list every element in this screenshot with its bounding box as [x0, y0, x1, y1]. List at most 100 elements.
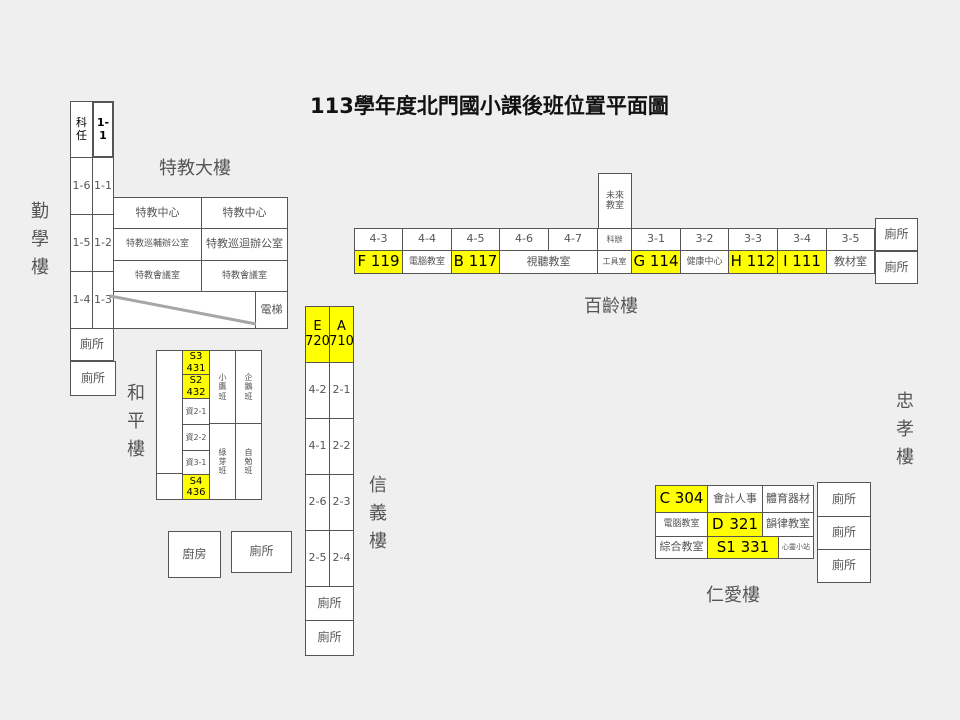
room-future-line-1: 未來 — [605, 190, 624, 201]
room-general: 綜合教室 — [655, 536, 708, 559]
room-tejiao-center-1: 特教中心 — [113, 197, 202, 229]
restroom-qinxue-2: 廁所 — [70, 361, 116, 396]
room-e-code: E — [313, 318, 322, 334]
restroom-renai-3: 廁所 — [817, 549, 871, 583]
room-xiaoying-char-3: 班 — [218, 391, 227, 401]
room-3-3: 3-3 — [728, 228, 778, 251]
room-s4-code: S4 — [189, 475, 203, 487]
room-accounting: 會計人事 — [707, 485, 763, 513]
room-lvye-char-3: 班 — [218, 466, 227, 476]
room-b: B 117 — [451, 250, 500, 274]
room-d-code: D — [712, 514, 724, 533]
building-label-bailing: 百齡樓 — [584, 296, 638, 317]
restroom-xinyi-2: 廁所 — [305, 620, 354, 656]
room-zi-2-2: 資2-2 — [182, 424, 210, 451]
room-zi-2-1: 資2-1 — [182, 398, 210, 425]
room-3-2: 3-2 — [680, 228, 729, 251]
room-2-3: 2-3 — [329, 474, 354, 531]
room-s2-number: 432 — [186, 386, 206, 398]
room-d-number: 321 — [729, 514, 758, 533]
room-2-4: 2-4 — [329, 530, 354, 587]
room-xiaoying-char-1: 小 — [218, 373, 227, 383]
room-lvye-text: 綠芽班 — [219, 448, 227, 476]
room-counsel: 心靈小站 — [778, 536, 814, 559]
room-rhythm: 韻律教室 — [762, 512, 814, 537]
room-lvye-char-1: 綠 — [218, 447, 227, 457]
room-2-5: 2-5 — [305, 530, 330, 587]
room-lvye: 綠芽班 — [209, 423, 236, 500]
restroom-xinyi-1: 廁所 — [305, 586, 354, 621]
restroom-renai-2: 廁所 — [817, 516, 871, 550]
room-zimian-text: 自勉班 — [245, 448, 253, 476]
building-label-xinyi: 信義樓 — [366, 472, 390, 556]
room-a-code: A — [337, 318, 346, 334]
room-3-5: 3-5 — [826, 228, 875, 251]
room-c: C 304 — [655, 485, 708, 513]
building-label-tejiao: 特教大樓 — [159, 158, 231, 179]
room-zimian-char-2: 勉 — [244, 456, 253, 466]
room-elevator: 電梯 — [255, 291, 288, 329]
room-4-2: 4-2 — [305, 362, 330, 419]
room-zimian: 自勉班 — [235, 423, 262, 500]
room-s3-code: S3 — [189, 351, 203, 362]
room-zi-3-1: 資3-1 — [182, 450, 210, 475]
room-materials: 教材室 — [826, 250, 875, 274]
room-s3-number: 431 — [186, 362, 206, 374]
room-a-number: 710 — [329, 333, 354, 349]
room-d: D 321 — [707, 512, 763, 537]
room-3-4: 3-4 — [777, 228, 827, 251]
room-f: F 119 — [354, 250, 403, 274]
room-health: 健康中心 — [680, 250, 729, 274]
building-label-heping-text: 和平樓 — [127, 383, 145, 460]
building-label-zhongxiao-text: 忠孝樓 — [896, 391, 914, 468]
page-title: 113學年度北門國小課後班位置平面圖 — [310, 94, 669, 118]
room-e-number: 720 — [305, 333, 330, 349]
room-pe: 體育器材 — [762, 485, 814, 513]
room-kitchen: 廚房 — [168, 531, 221, 578]
restroom-bailing-2: 廁所 — [875, 251, 918, 284]
room-qie-char-1: 企 — [244, 373, 253, 383]
room-3-1: 3-1 — [631, 228, 681, 251]
room-1-1-top: 1-1 — [92, 101, 114, 158]
room-s2-code: S2 — [189, 375, 203, 386]
room-2-2: 2-2 — [329, 418, 354, 475]
room-4-4: 4-4 — [402, 228, 452, 251]
room-2-1: 2-1 — [329, 362, 354, 419]
building-label-zhongxiao: 忠孝樓 — [893, 388, 917, 472]
room-xiaoying-char-2: 鷹 — [218, 382, 227, 392]
room-i: I 111 — [777, 250, 827, 274]
restroom-heping: 廁所 — [231, 531, 292, 573]
room-xiaoying: 小鷹班 — [209, 350, 236, 424]
room-g: G 114 — [631, 250, 681, 274]
room-qie-char-3: 班 — [244, 391, 253, 401]
room-tools: 工具室 — [597, 250, 632, 274]
building-label-heping: 和平樓 — [124, 380, 148, 464]
heping-block-left — [156, 350, 183, 474]
room-zimian-char-1: 自 — [244, 447, 253, 457]
heping-block-left-bottom — [156, 473, 183, 500]
room-lvye-char-2: 芽 — [218, 456, 227, 466]
room-computer: 電腦教室 — [402, 250, 452, 274]
room-tejiao-office-1: 特教巡輔辦公室 — [113, 228, 202, 261]
room-qie-text: 企鵝班 — [245, 373, 253, 401]
room-qie-char-2: 鵝 — [244, 382, 253, 392]
room-renai-computer: 電腦教室 — [655, 512, 708, 537]
room-tejiao-meeting-1: 特教會議室 — [113, 260, 202, 292]
room-future: 未來教室 — [598, 173, 632, 229]
building-label-xinyi-text: 信義樓 — [369, 475, 387, 552]
room-qie: 企鵝班 — [235, 350, 262, 424]
room-4-1: 4-1 — [305, 418, 330, 475]
room-4-3: 4-3 — [354, 228, 403, 251]
building-label-qinxue-text: 勤學樓 — [31, 201, 49, 278]
room-1-1: 1-1 — [92, 157, 114, 215]
building-label-renai: 仁愛樓 — [706, 585, 760, 606]
